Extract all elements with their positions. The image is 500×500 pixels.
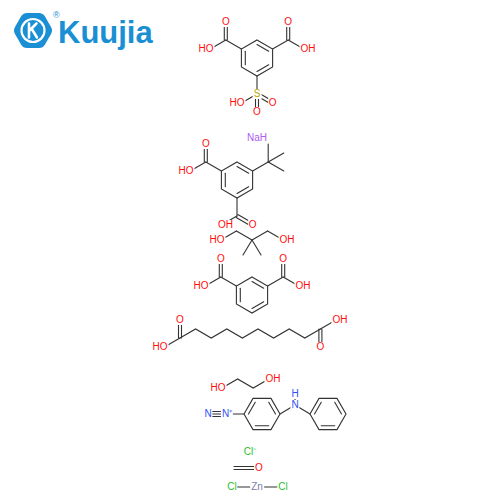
logo-wordmark: Kuujia [58, 17, 153, 48]
atom-label: OH [295, 281, 312, 291]
benzene-ring [244, 398, 280, 429]
atom-label: HO [210, 383, 227, 393]
benzene-ring [236, 277, 267, 313]
atom-label: NaH [246, 133, 268, 143]
atom-label: HO [193, 281, 210, 291]
atom-label: Cl [226, 482, 237, 492]
atom-label: HO [198, 44, 215, 54]
atom-label: O [268, 98, 278, 108]
atom-label: OH [279, 235, 296, 245]
atom-label: OH [265, 374, 282, 384]
benzene-ring [221, 162, 252, 198]
atom-label: OH [217, 220, 234, 230]
logo-icon [14, 13, 52, 48]
atom-label: O [201, 139, 211, 149]
atom-label: OH [300, 44, 317, 54]
atom-label: O [283, 17, 293, 27]
atom-label: O [175, 315, 185, 325]
atom-label: HO [152, 342, 169, 352]
atom-label: N [290, 400, 299, 410]
atom-label: S [253, 89, 262, 99]
atom-label: Zn [250, 482, 264, 492]
atom-label: O [316, 342, 326, 352]
atom-label: N [203, 409, 212, 419]
atom-label: O [252, 107, 262, 117]
atom-label: Cl⁻ [243, 447, 257, 457]
atom-label: OH [332, 315, 349, 325]
atom-label: HO [178, 166, 195, 176]
atom-label: O [216, 254, 226, 264]
benzene-ring [241, 40, 272, 76]
atom-label: O [248, 220, 258, 230]
atom-label: O [254, 463, 264, 473]
bond-lines [164, 22, 346, 487]
atom-label: N⁺ [221, 409, 233, 419]
registered-mark: ® [53, 11, 60, 20]
atom-label: HO [229, 98, 246, 108]
atom-label: O [278, 254, 288, 264]
atom-label: O [221, 17, 231, 27]
atom-label: Cl [277, 482, 288, 492]
atom-label: H [290, 389, 299, 399]
atom-label: HO [209, 235, 226, 245]
benzene-ring [310, 398, 346, 429]
